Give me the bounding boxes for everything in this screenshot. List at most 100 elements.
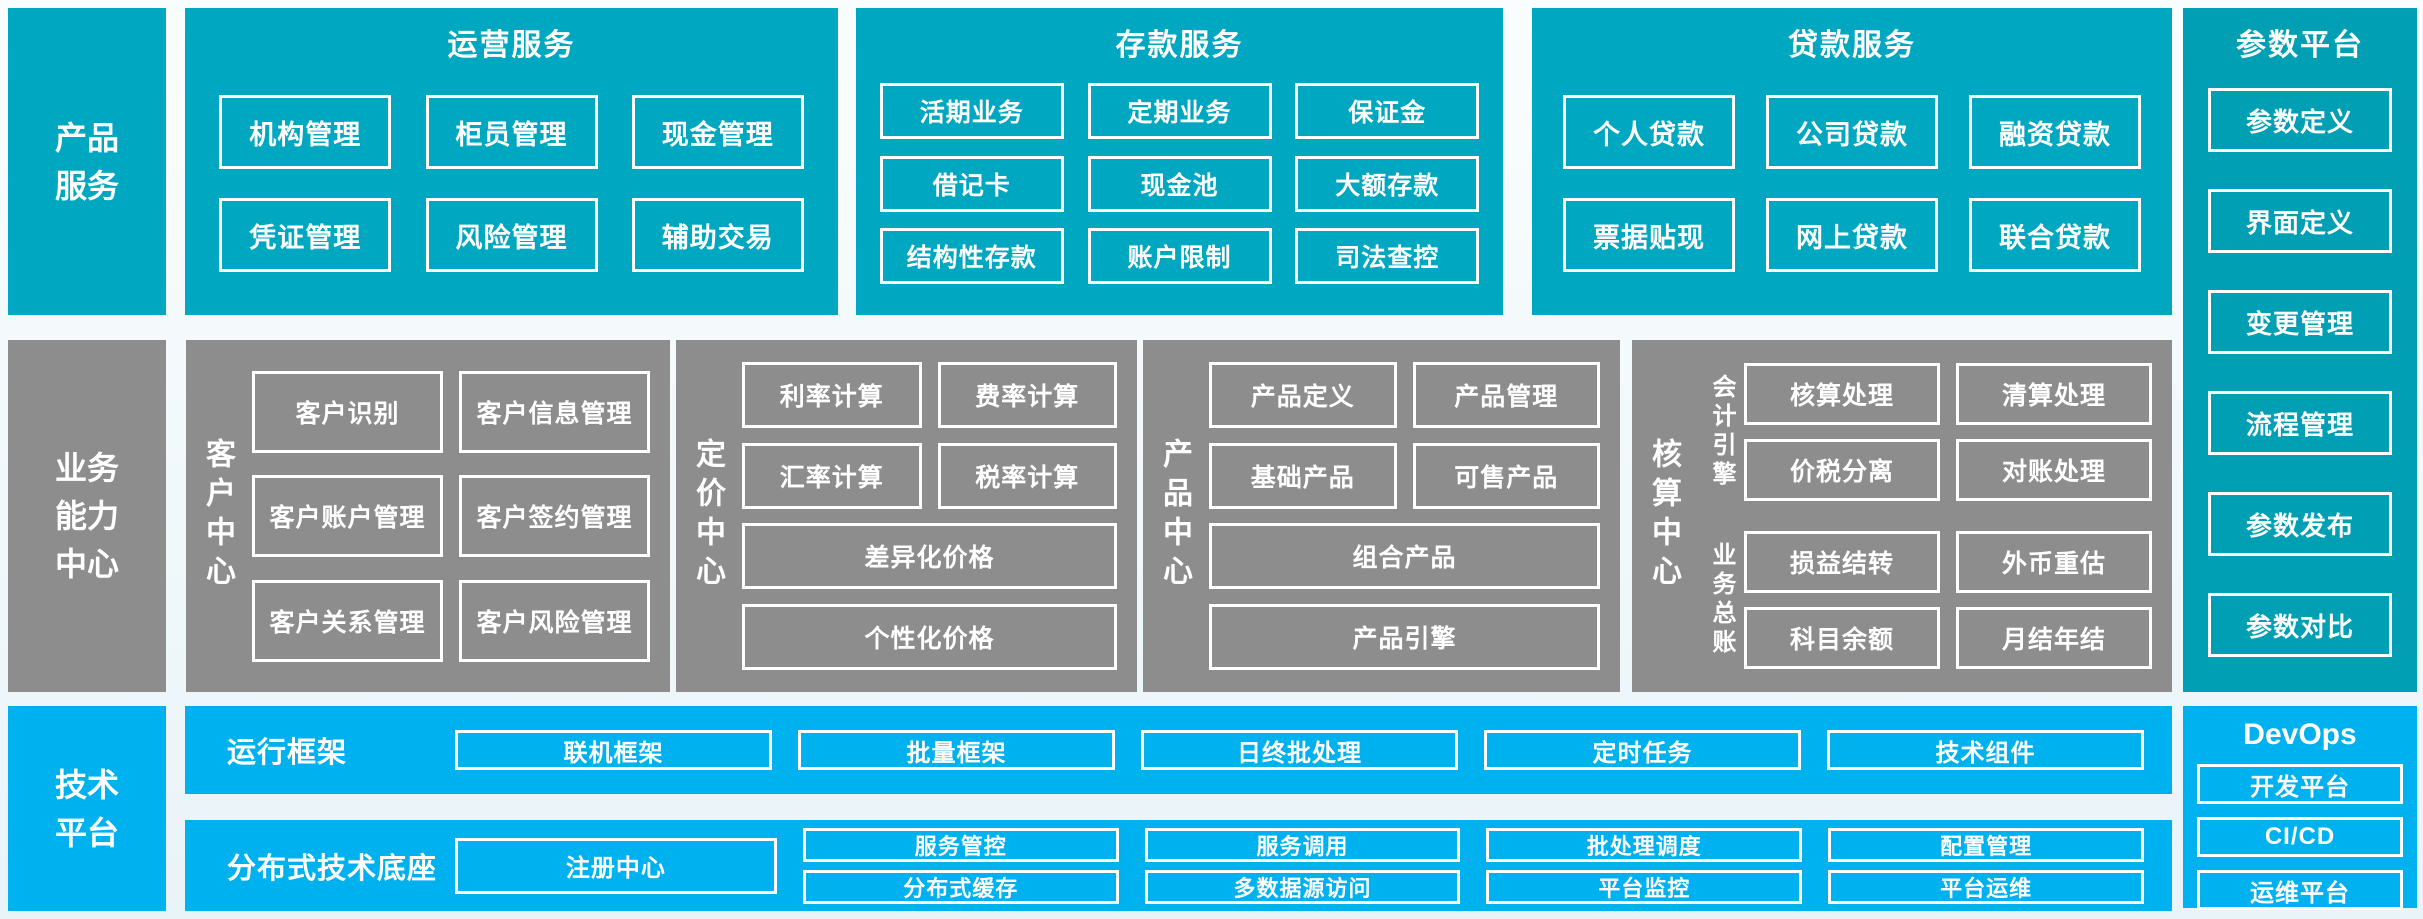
center-label: 定价中心 bbox=[691, 438, 724, 594]
service-box: 客户风险管理 bbox=[459, 579, 650, 662]
service-box: 批处理调度 bbox=[1486, 827, 1803, 862]
button-grid: 客户识别 客户信息管理 客户账户管理 客户签约管理 客户关系管理 客户风险管理 bbox=[248, 340, 670, 692]
service-box: 利率计算 bbox=[742, 362, 922, 429]
vertical-sublabel: 会计引擎 bbox=[1698, 374, 1744, 490]
service-box: 多数据源访问 bbox=[1144, 869, 1461, 904]
service-box: 账户限制 bbox=[1087, 228, 1272, 285]
bar-label: 运行框架 bbox=[227, 737, 348, 769]
sidebar-technology-platform: 技术 平台 bbox=[8, 706, 166, 911]
service-box: 客户信息管理 bbox=[459, 370, 650, 453]
vertical-label: 产品中心 bbox=[1143, 340, 1205, 692]
service-box: 保证金 bbox=[1295, 82, 1480, 139]
panel-parameter-platform: 参数平台 参数定义 界面定义 变更管理 流程管理 参数发布 参数对比 bbox=[2183, 8, 2417, 692]
panel-operations-services: 运营服务 机构管理 柜员管理 现金管理 凭证管理 风险管理 辅助交易 bbox=[185, 8, 838, 315]
service-box: 核算处理 bbox=[1744, 363, 1940, 425]
button-grid: 活期业务 定期业务 保证金 借记卡 现金池 大额存款 结构性存款 账户限制 司法… bbox=[856, 66, 1503, 301]
service-box: 客户关系管理 bbox=[252, 579, 443, 662]
service-box: 结构性存款 bbox=[879, 228, 1064, 285]
service-box: 凭证管理 bbox=[219, 198, 392, 272]
bar-runtime-framework: 运行框架 联机框架 批量框架 日终批处理 定时任务 技术组件 bbox=[185, 706, 2172, 794]
panel-title: 运营服务 bbox=[447, 29, 576, 62]
service-box: 价税分离 bbox=[1744, 439, 1940, 501]
center-label: 产品中心 bbox=[1158, 438, 1191, 594]
panel-title: 存款服务 bbox=[1115, 29, 1244, 62]
panel-customer-center: 客户中心 客户识别 客户信息管理 客户账户管理 客户签约管理 客户关系管理 客户… bbox=[186, 340, 670, 692]
button-grid: 个人贷款 公司贷款 融资贷款 票据贴现 网上贷款 联合贷款 bbox=[1532, 66, 2172, 301]
service-box: 清算处理 bbox=[1956, 363, 2152, 425]
center-label: 核算中心 bbox=[1647, 438, 1680, 594]
panel-accounting-center: 核算中心 会计引擎 核算处理 清算处理 价税分离 对账处理 bbox=[1632, 340, 2172, 692]
service-box: 活期业务 bbox=[879, 82, 1064, 139]
sidebar-product-services: 产品 服务 bbox=[8, 8, 166, 315]
button-grid: 机构管理 柜员管理 现金管理 凭证管理 风险管理 辅助交易 bbox=[185, 66, 838, 301]
service-box: 司法查控 bbox=[1295, 228, 1480, 285]
service-box: 票据贴现 bbox=[1563, 198, 1735, 272]
vertical-sublabel: 业务总账 bbox=[1698, 542, 1744, 658]
vertical-label: 客户中心 bbox=[186, 340, 248, 692]
business-ledger-group: 业务总账 损益结转 外币重估 科目余额 月结年结 bbox=[1698, 516, 2152, 684]
button-grid: 会计引擎 核算处理 清算处理 价税分离 对账处理 业务总账 bbox=[1694, 340, 2172, 692]
service-box: 可售产品 bbox=[1412, 442, 1600, 509]
panel-product-center: 产品中心 产品定义 产品管理 基础产品 可售产品 组合产品 产品引擎 bbox=[1143, 340, 1620, 692]
service-box: 注册中心 bbox=[455, 837, 777, 894]
button-grid: 注册中心 服务管控 分布式缓存 服务调用 多数据源访问 批处理调度 平台监控 配… bbox=[455, 827, 2172, 904]
service-box: 平台运维 bbox=[1828, 869, 2144, 904]
service-box: 产品定义 bbox=[1209, 362, 1397, 429]
service-box: 税率计算 bbox=[937, 442, 1117, 509]
service-box: 界面定义 bbox=[2208, 189, 2392, 253]
vertical-label: 定价中心 bbox=[676, 340, 738, 692]
service-box: 大额存款 bbox=[1295, 155, 1480, 212]
service-box: 现金管理 bbox=[631, 95, 804, 169]
service-box: 组合产品 bbox=[1209, 523, 1600, 590]
button-list: 参数定义 界面定义 变更管理 流程管理 参数发布 参数对比 bbox=[2208, 88, 2392, 657]
service-box: 参数定义 bbox=[2208, 88, 2392, 152]
service-box: 辅助交易 bbox=[631, 198, 804, 272]
panel-title: DevOps bbox=[2243, 718, 2357, 751]
service-box: 柜员管理 bbox=[425, 95, 598, 169]
service-box: 开发平台 bbox=[2197, 764, 2403, 804]
service-box: 费率计算 bbox=[937, 362, 1117, 429]
panel-devops: DevOps 开发平台 CI/CD 运维平台 bbox=[2183, 706, 2417, 910]
service-box: 参数发布 bbox=[2208, 492, 2392, 556]
center-label: 客户中心 bbox=[201, 438, 234, 594]
service-box: CI/CD bbox=[2197, 817, 2403, 857]
service-box: 客户签约管理 bbox=[459, 475, 650, 557]
service-box: 汇率计算 bbox=[742, 442, 922, 509]
service-box: 产品管理 bbox=[1412, 362, 1600, 429]
bar-distributed-tech-base: 分布式技术底座 注册中心 服务管控 分布式缓存 服务调用 多数据源访问 批处理调… bbox=[185, 820, 2172, 911]
service-box: 融资贷款 bbox=[1969, 95, 2141, 169]
service-box: 配置管理 bbox=[1828, 827, 2144, 862]
service-box: 运维平台 bbox=[2197, 870, 2403, 910]
service-box: 损益结转 bbox=[1744, 531, 1940, 593]
service-box: 变更管理 bbox=[2208, 290, 2392, 354]
panel-title: 参数平台 bbox=[2236, 29, 2364, 62]
service-box: 平台监控 bbox=[1486, 869, 1803, 904]
service-box: 产品引擎 bbox=[1209, 603, 1600, 670]
button-grid: 产品定义 产品管理 基础产品 可售产品 组合产品 产品引擎 bbox=[1205, 340, 1620, 692]
service-box: 定期业务 bbox=[1087, 82, 1272, 139]
service-box: 个人贷款 bbox=[1563, 95, 1735, 169]
panel-pricing-center: 定价中心 利率计算 费率计算 汇率计算 税率计算 差异化价格 个性化价格 bbox=[676, 340, 1137, 692]
button-list: 开发平台 CI/CD 运维平台 bbox=[2197, 764, 2403, 910]
service-box: 日终批处理 bbox=[1141, 730, 1458, 770]
service-box: 网上贷款 bbox=[1766, 198, 1938, 272]
service-box: 客户账户管理 bbox=[252, 475, 443, 557]
panel-title: 贷款服务 bbox=[1788, 29, 1916, 62]
service-box: 分布式缓存 bbox=[802, 869, 1119, 904]
service-box: 个性化价格 bbox=[742, 603, 1117, 670]
service-box: 对账处理 bbox=[1956, 439, 2152, 501]
service-box: 风险管理 bbox=[425, 198, 598, 272]
service-box: 客户识别 bbox=[252, 370, 443, 453]
service-box: 流程管理 bbox=[2208, 391, 2392, 455]
group-label: 业务总账 bbox=[1708, 542, 1735, 658]
bar-label: 分布式技术底座 bbox=[227, 852, 438, 885]
service-box: 借记卡 bbox=[879, 155, 1064, 212]
panel-loan-services: 贷款服务 个人贷款 公司贷款 融资贷款 票据贴现 网上贷款 联合贷款 bbox=[1532, 8, 2172, 315]
service-box: 联机框架 bbox=[455, 730, 772, 770]
service-box: 机构管理 bbox=[219, 95, 392, 169]
service-box: 定时任务 bbox=[1484, 730, 1801, 770]
service-box: 技术组件 bbox=[1827, 730, 2144, 770]
service-box: 外币重估 bbox=[1956, 531, 2152, 593]
panel-deposit-services: 存款服务 活期业务 定期业务 保证金 借记卡 现金池 大额存款 结构性存款 账户… bbox=[856, 8, 1503, 315]
